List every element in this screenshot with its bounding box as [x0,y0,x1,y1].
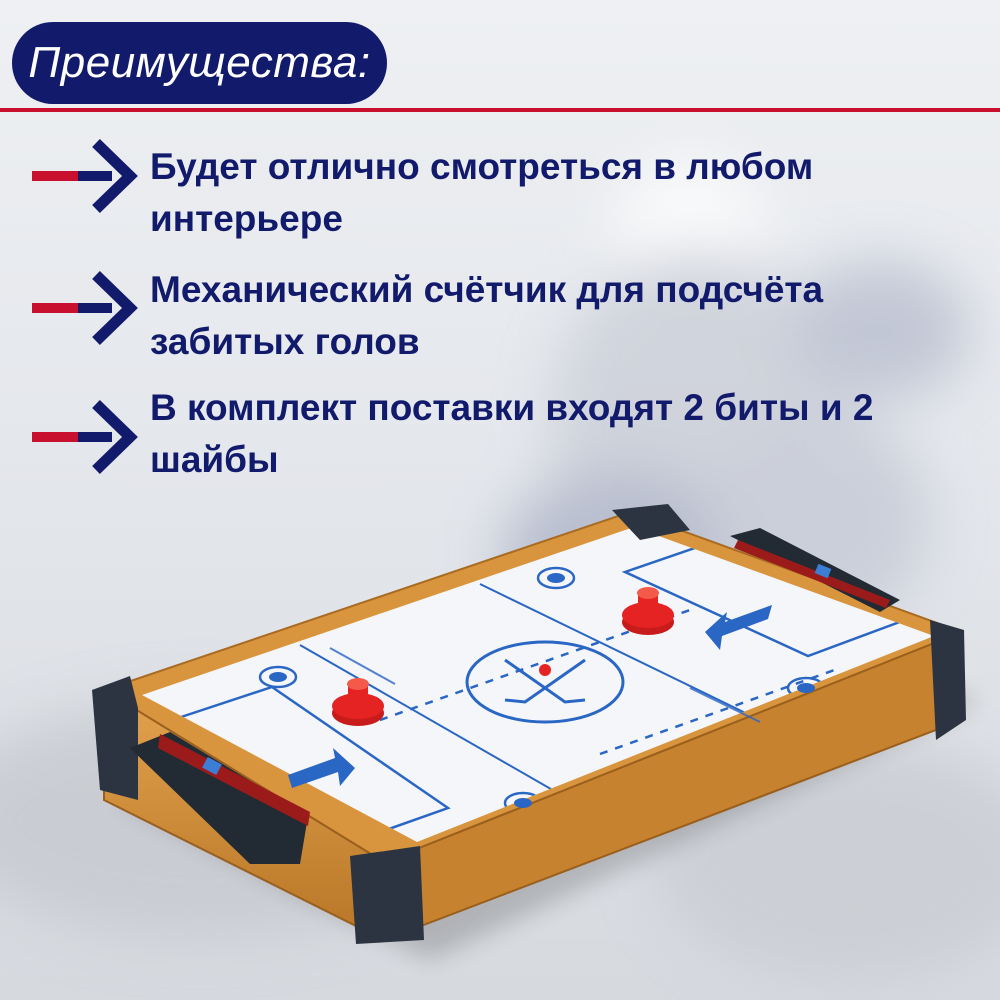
mallet-left [332,678,384,726]
feature-text: Будет отлично смотреться в любом интерье… [150,146,814,239]
rink-surface [142,527,934,842]
goal-left [130,732,310,864]
page-title: Преимущества: [28,38,371,87]
corner-bumpers [92,504,966,944]
goal-right [730,528,900,612]
mallet-right [622,587,674,635]
title-divider [0,108,1000,112]
arrow-bullet-icon [32,139,138,213]
title-badge: Преимущества: [12,22,387,104]
feature-text: Механический счётчик для подсчёта забиты… [150,269,824,362]
arrow-bullet-icon [32,271,138,345]
arrow-bullet-icon [32,400,138,474]
feature-text: В комплект поставки входят 2 биты и 2 ша… [150,387,874,480]
